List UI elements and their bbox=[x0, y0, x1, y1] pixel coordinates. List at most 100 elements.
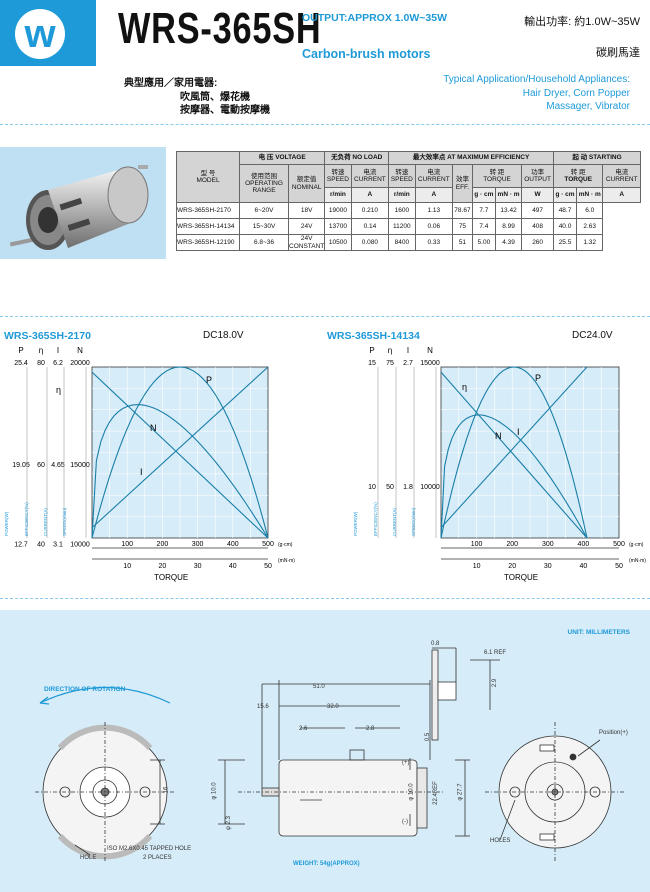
output-approx: OUTPUT:APPROX 1.0W~35W bbox=[302, 12, 447, 24]
logo-letter: w bbox=[24, 12, 56, 56]
hole-label: HOLE bbox=[80, 855, 97, 861]
p-curve-label: P bbox=[206, 375, 212, 385]
starting-header: 起 动 STARTING bbox=[552, 151, 642, 165]
table-cell: 1600 bbox=[388, 202, 416, 219]
x-axis-title: TORQUE bbox=[154, 573, 188, 582]
dim-0-8: 0.8 bbox=[431, 641, 440, 647]
table-cell: 75 bbox=[452, 218, 473, 235]
x-tick-mnm: 40 bbox=[229, 563, 237, 570]
x-tick-gcm: 300 bbox=[542, 541, 554, 548]
dim-2-8: 2.8 bbox=[366, 726, 375, 732]
left-curve-voltage: DC18.0V bbox=[203, 330, 244, 341]
no-load-header: 无负荷 NO LOAD bbox=[324, 151, 390, 165]
unit-cell: g · cm bbox=[471, 187, 496, 203]
table-cell: 0.06 bbox=[414, 218, 454, 235]
scale-header-letter: P bbox=[369, 346, 374, 355]
x-tick-mnm: 20 bbox=[508, 563, 516, 570]
table-cell: 0.210 bbox=[350, 202, 390, 219]
tapped-hole-label: ISO M2.6X0.45 TAPPED HOLE bbox=[107, 846, 192, 852]
dim-2-6: 2.6 bbox=[299, 726, 308, 732]
x-tick-mnm: 30 bbox=[544, 563, 552, 570]
table-cell: 11200 bbox=[388, 218, 416, 235]
table-cell: 260 bbox=[521, 234, 554, 251]
table-cell: 497 bbox=[521, 202, 554, 219]
scale-header-letter: η bbox=[39, 346, 43, 355]
scale-value: 60 bbox=[37, 462, 45, 469]
table-cell: 48.7 bbox=[552, 202, 578, 219]
table-cell: WRS-365SH-14134 bbox=[176, 218, 240, 235]
app-cn-title: 典型應用／家用電器: bbox=[124, 78, 218, 89]
dim-phi-2-3: φ 2.3 bbox=[225, 816, 232, 830]
scale-value: 80 bbox=[37, 360, 45, 367]
i-curve-label: I bbox=[517, 427, 520, 437]
x-tick-gcm: 100 bbox=[471, 541, 483, 548]
dim-phi-10: φ 10.0 bbox=[211, 782, 218, 800]
scale-value: 15000 bbox=[70, 462, 90, 469]
scale-value: 40 bbox=[37, 541, 45, 548]
eta-curve-label: η bbox=[462, 382, 467, 392]
power-curve bbox=[91, 366, 269, 539]
dim-2-9: 2.9 bbox=[492, 678, 499, 688]
scale-value: 12.7 bbox=[14, 541, 28, 548]
table-cell: 13700 bbox=[324, 218, 352, 235]
table-cell: WRS-365SH-2170 bbox=[176, 202, 240, 219]
dim-phi-10b: φ 10.0 bbox=[408, 783, 415, 801]
scale-header-letter: I bbox=[57, 346, 59, 355]
dim-51: 51.0 bbox=[313, 684, 325, 690]
x-unit-mnm: (mN·m) bbox=[629, 558, 646, 564]
dim-phi-27-7: φ 27.7 bbox=[457, 783, 464, 801]
x-unit-gcm: (g·cm) bbox=[629, 542, 644, 548]
scale-value: 1.8 bbox=[403, 484, 413, 491]
dim-6-1: 6.1 REF bbox=[484, 650, 507, 656]
table-unit-row: r/min A r/min A g · cm mN · m W g · cm m… bbox=[177, 187, 641, 203]
scale-value: 19.05 bbox=[12, 462, 30, 469]
scale-header-letter: P bbox=[18, 346, 23, 355]
n-curve-label: N bbox=[150, 423, 157, 433]
unit-label: UNIT: MILLIMETERS bbox=[567, 629, 630, 636]
scale-value: 50 bbox=[386, 484, 394, 491]
scale-value: 10000 bbox=[70, 541, 90, 548]
output-cn: 輸出功率: 約1.0W~35W bbox=[524, 16, 640, 28]
table-cell: 24V CONSTANT bbox=[287, 234, 326, 251]
app-en-line1: Hair Dryer, Corn Popper bbox=[522, 88, 630, 99]
table-cell: 18V bbox=[287, 202, 326, 219]
unit-cell: mN · m bbox=[576, 187, 604, 203]
mechanical-drawing bbox=[35, 647, 625, 862]
x-tick-mnm: 50 bbox=[615, 563, 623, 570]
scale-value: 10000 bbox=[420, 484, 440, 491]
speed-curve bbox=[91, 371, 269, 539]
x-unit-mnm: (mN·m) bbox=[278, 558, 295, 564]
axis-vertical-label: POWER(W) bbox=[4, 511, 9, 536]
current-curve bbox=[91, 366, 269, 529]
table-cell: 6.8~36 bbox=[239, 234, 289, 251]
table-cell: 4.39 bbox=[494, 234, 523, 251]
x-unit-gcm: (g·cm) bbox=[278, 542, 293, 548]
dim-0-5: 0.5 bbox=[425, 732, 432, 742]
x-tick-mnm: 50 bbox=[264, 563, 272, 570]
unit-cell: A bbox=[350, 187, 390, 203]
tapped-hole-places: 2 PLACES bbox=[143, 855, 172, 861]
table-cell: 13.42 bbox=[494, 202, 523, 219]
weight-label: WEIGHT: 54g(APPROX) bbox=[293, 861, 360, 867]
power-curve bbox=[440, 366, 588, 539]
left-performance-chart: PηIN25.419.0512.76.35806040206.24.653.11… bbox=[4, 346, 295, 582]
table-cell: 24V bbox=[287, 218, 326, 235]
divider bbox=[0, 598, 650, 599]
table-cell: 25.5 bbox=[552, 234, 578, 251]
x-tick-mnm: 30 bbox=[194, 563, 202, 570]
left-curve-title: WRS-365SH-2170 bbox=[4, 330, 91, 342]
axis-vertical-label: CURRENT(A) bbox=[392, 508, 397, 536]
table-cell: 7.7 bbox=[471, 202, 496, 219]
table-cell: 8400 bbox=[388, 234, 416, 251]
